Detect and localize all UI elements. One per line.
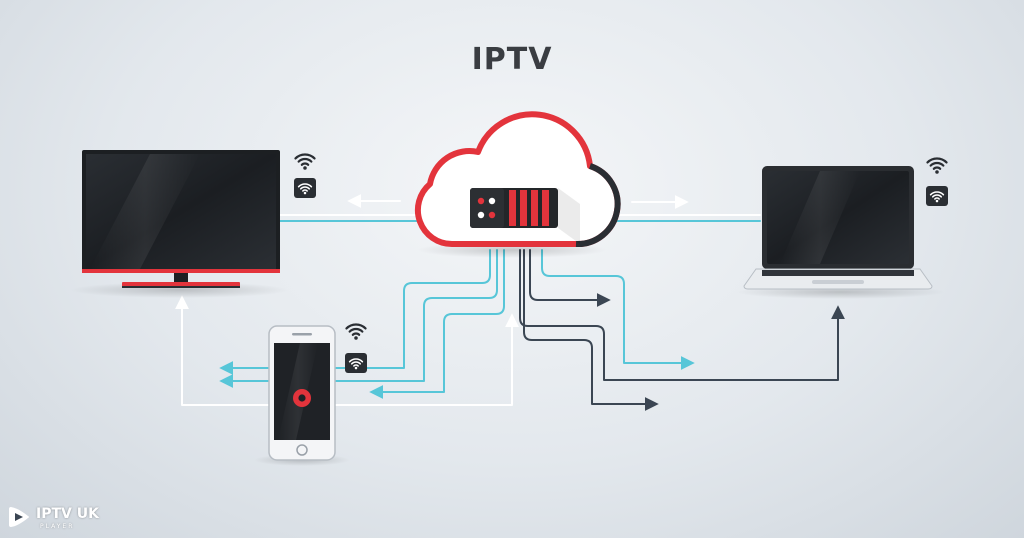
television bbox=[70, 150, 290, 298]
link-cloud-right-3 bbox=[519, 249, 845, 381]
cloud-server bbox=[414, 111, 621, 258]
wifi-icon bbox=[926, 157, 948, 174]
wifi-badge-icon bbox=[345, 353, 367, 373]
link-tv-loop bbox=[175, 295, 513, 406]
link-cloud-phone-2 bbox=[219, 249, 498, 388]
wifi-icon bbox=[345, 323, 367, 340]
wifi-badge-icon bbox=[294, 178, 316, 198]
link-cloud-right-2 bbox=[541, 249, 695, 370]
wifi-icon bbox=[294, 153, 316, 170]
smartphone bbox=[254, 325, 350, 466]
laptop bbox=[735, 166, 945, 299]
diagram-title: IPTV bbox=[471, 42, 553, 77]
tv-stand bbox=[122, 282, 240, 287]
home-button bbox=[296, 444, 308, 456]
logo-play-icon bbox=[9, 507, 29, 527]
brand-logo: IPTV UK PLAYER bbox=[6, 502, 116, 534]
connection-lines bbox=[175, 194, 845, 411]
link-cloud-phone-3 bbox=[369, 249, 505, 399]
logo-subtext: PLAYER bbox=[40, 523, 75, 530]
logo-text: IPTV UK bbox=[36, 506, 99, 522]
link-cloud-right-1 bbox=[529, 249, 611, 307]
play-button-icon bbox=[293, 389, 311, 407]
wifi-indicators bbox=[294, 153, 948, 373]
wifi-badge-icon bbox=[926, 186, 948, 206]
link-cloud-right-4 bbox=[523, 249, 659, 411]
link-cloud-phone-1 bbox=[219, 249, 491, 375]
server-unit bbox=[470, 188, 580, 244]
